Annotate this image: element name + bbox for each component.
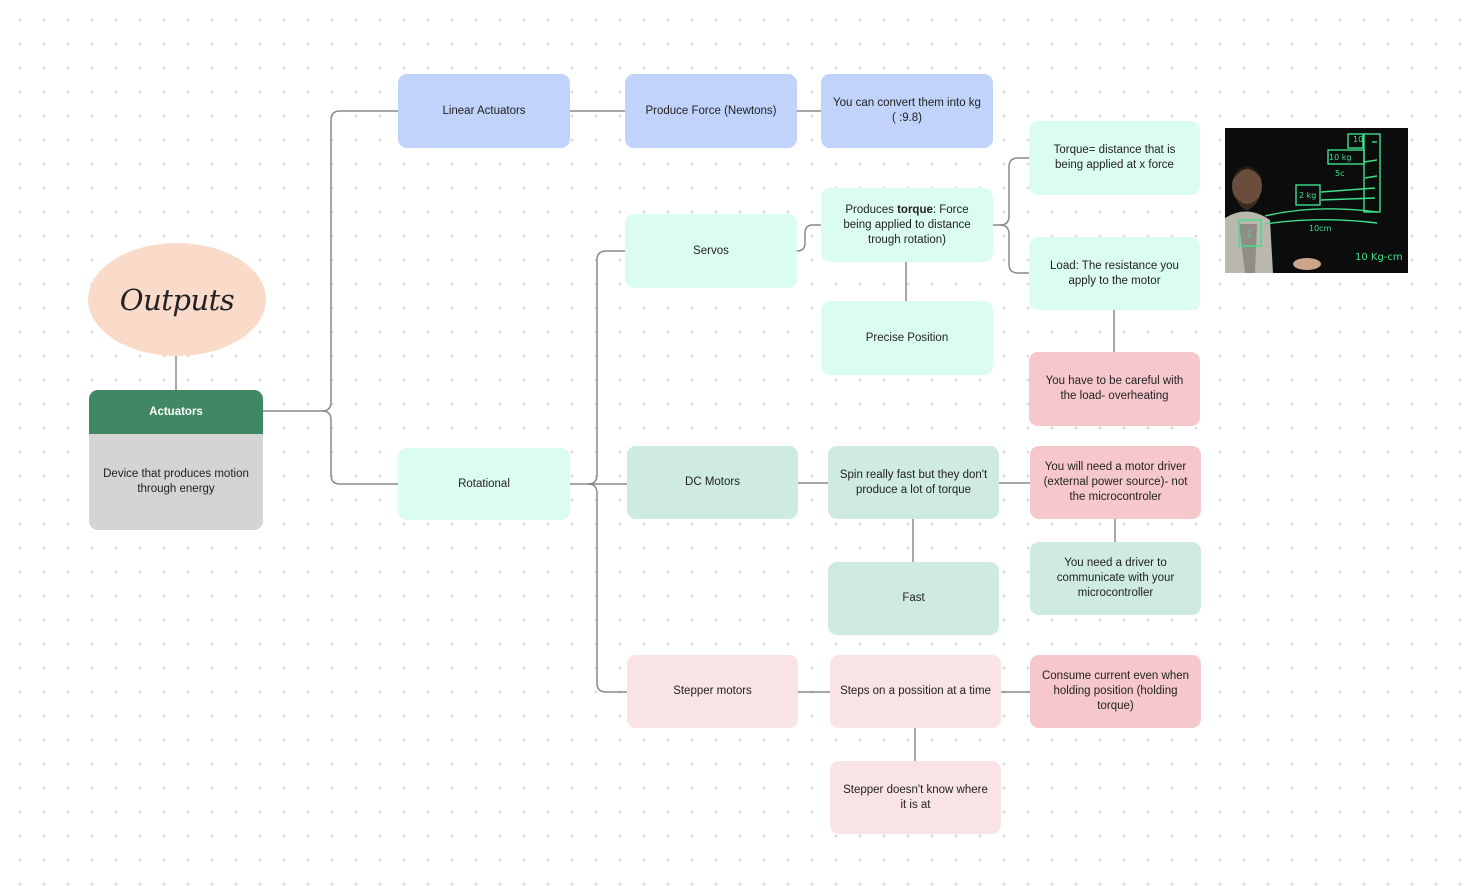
node-produces-torque[interactable]: Produces torque: Force being applied to … <box>821 188 993 262</box>
node-motor-driver[interactable]: You will need a motor driver (external p… <box>1030 446 1201 519</box>
node-steps-position-label: Steps on a possition at a time <box>840 685 991 697</box>
lecture-photo-drawing: 10 10 kg 5c 2 kg 10cm 10 Kg-cm 1 <box>1225 128 1408 273</box>
node-convert-kg[interactable]: You can convert them into kg ( :9.8) <box>821 74 993 148</box>
node-servos-label: Servos <box>693 244 729 257</box>
node-stepper-unknown[interactable]: Stepper doesn't know where it is at <box>830 761 1001 834</box>
outputs-title: Outputs <box>119 282 235 317</box>
node-torque-definition[interactable]: Torque= distance that is being applied a… <box>1029 121 1200 195</box>
node-load-definition-label: Load: The resistance you apply to the mo… <box>1050 259 1179 287</box>
actuators-description[interactable]: Device that produces motion through ener… <box>89 434 263 530</box>
torque-text-prefix: Produces <box>845 203 898 216</box>
node-stepper-motors[interactable]: Stepper motors <box>627 655 798 728</box>
node-consume-current-label: Consume current even when holding positi… <box>1041 670 1190 712</box>
node-rotational-label: Rotational <box>458 477 510 490</box>
node-rotational[interactable]: Rotational <box>398 448 570 520</box>
node-spin-fast-label: Spin really fast but they don't produce … <box>839 468 988 496</box>
node-careful-load-label: You have to be careful with the load- ov… <box>1045 375 1184 402</box>
node-fast-label: Fast <box>902 592 925 604</box>
photo-label-10cm: 10cm <box>1309 224 1332 233</box>
node-precise-position[interactable]: Precise Position <box>821 301 993 375</box>
photo-label-10: 10 <box>1353 135 1363 144</box>
node-precise-position-label: Precise Position <box>865 331 949 344</box>
photo-label-5c: 5c <box>1335 169 1345 178</box>
node-driver-communicate-label: You need a driver to communicate with yo… <box>1056 557 1175 599</box>
photo-label-10kg: 10 kg <box>1329 153 1351 162</box>
node-motor-driver-label: You will need a motor driver (external p… <box>1043 461 1188 503</box>
photo-label-10kgcm: 10 Kg-cm <box>1355 252 1403 263</box>
torque-text-suffix: : Force being applied to distance trough… <box>843 203 971 246</box>
torque-text-bold: torque <box>897 203 933 216</box>
node-driver-communicate[interactable]: You need a driver to communicate with yo… <box>1030 542 1201 615</box>
node-linear-actuators[interactable]: Linear Actuators <box>398 74 570 148</box>
node-produce-force[interactable]: Produce Force (Newtons) <box>625 74 797 148</box>
node-consume-current[interactable]: Consume current even when holding positi… <box>1030 655 1201 728</box>
node-fast[interactable]: Fast <box>828 562 999 635</box>
actuators-header[interactable]: Actuators <box>89 390 263 434</box>
node-load-definition[interactable]: Load: The resistance you apply to the mo… <box>1029 237 1200 310</box>
node-convert-kg-label: You can convert them into kg ( :9.8) <box>833 97 981 124</box>
node-stepper-unknown-label: Stepper doesn't know where it is at <box>843 783 988 811</box>
photo-label-1: 1 <box>1247 230 1252 239</box>
photo-label-2kg: 2 kg <box>1299 191 1316 200</box>
node-dc-motors[interactable]: DC Motors <box>627 446 798 519</box>
node-spin-fast[interactable]: Spin really fast but they don't produce … <box>828 446 999 519</box>
outputs-title-bubble[interactable]: Outputs <box>88 243 266 356</box>
node-linear-actuators-label: Linear Actuators <box>442 104 526 117</box>
node-servos[interactable]: Servos <box>625 214 797 288</box>
node-dc-motors-label: DC Motors <box>685 476 740 488</box>
node-produce-force-label: Produce Force (Newtons) <box>645 104 777 117</box>
node-careful-load[interactable]: You have to be careful with the load- ov… <box>1029 352 1200 426</box>
node-produces-torque-label: Produces torque: Force being applied to … <box>831 203 983 248</box>
node-torque-definition-label: Torque= distance that is being applied a… <box>1053 144 1176 171</box>
lecture-photo[interactable]: 10 10 kg 5c 2 kg 10cm 10 Kg-cm 1 <box>1225 128 1408 273</box>
actuators-description-text: Device that produces motion through ener… <box>103 468 249 495</box>
actuators-label: Actuators <box>149 405 203 418</box>
node-steps-position[interactable]: Steps on a possition at a time <box>830 655 1001 728</box>
node-stepper-motors-label: Stepper motors <box>673 685 752 697</box>
